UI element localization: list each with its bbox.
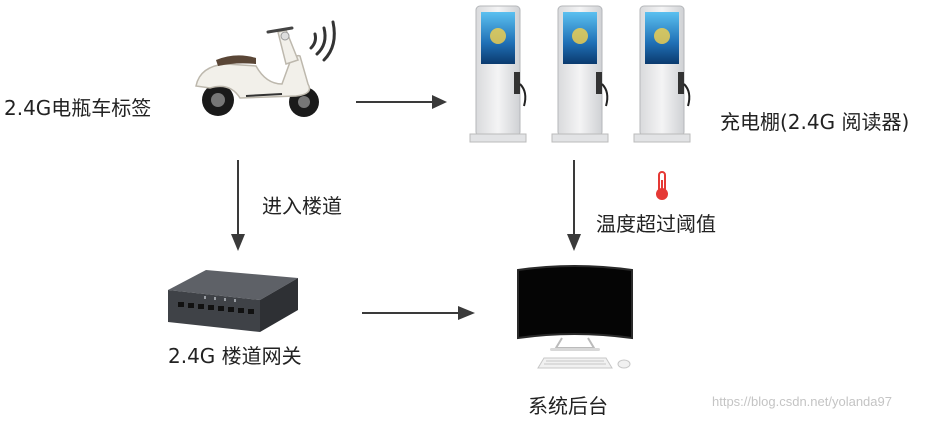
scooter-tag-label: 2.4G电瓶车标签 <box>4 96 152 120</box>
scooter-illustration <box>186 14 346 120</box>
arrow-scooter-to-gateway <box>231 160 245 251</box>
gateway-illustration <box>164 266 300 340</box>
backend-computer-illustration <box>514 264 638 376</box>
thermometer-icon <box>652 170 672 202</box>
charging-kiosk-1 <box>469 5 527 143</box>
charging-kiosk-2 <box>551 5 609 143</box>
gateway-label: 2.4G 楼道网关 <box>168 344 302 368</box>
charging-station-group <box>468 2 710 146</box>
watermark: https://blog.csdn.net/yolanda97 <box>712 394 892 409</box>
monitor-screen <box>517 265 633 340</box>
wireless-signal-icon <box>309 20 336 62</box>
arrow-gateway-to-backend <box>362 306 475 320</box>
enter-corridor-label: 进入楼道 <box>262 194 342 218</box>
backend-label: 系统后台 <box>528 394 608 418</box>
temperature-exceed-label: 温度超过阈值 <box>596 212 716 236</box>
arrow-charger-to-backend <box>567 160 581 251</box>
charging-kiosk-3 <box>633 5 691 143</box>
arrow-scooter-to-charger <box>356 95 447 109</box>
charging-shed-label: 充电棚(2.4G 阅读器) <box>720 110 910 134</box>
